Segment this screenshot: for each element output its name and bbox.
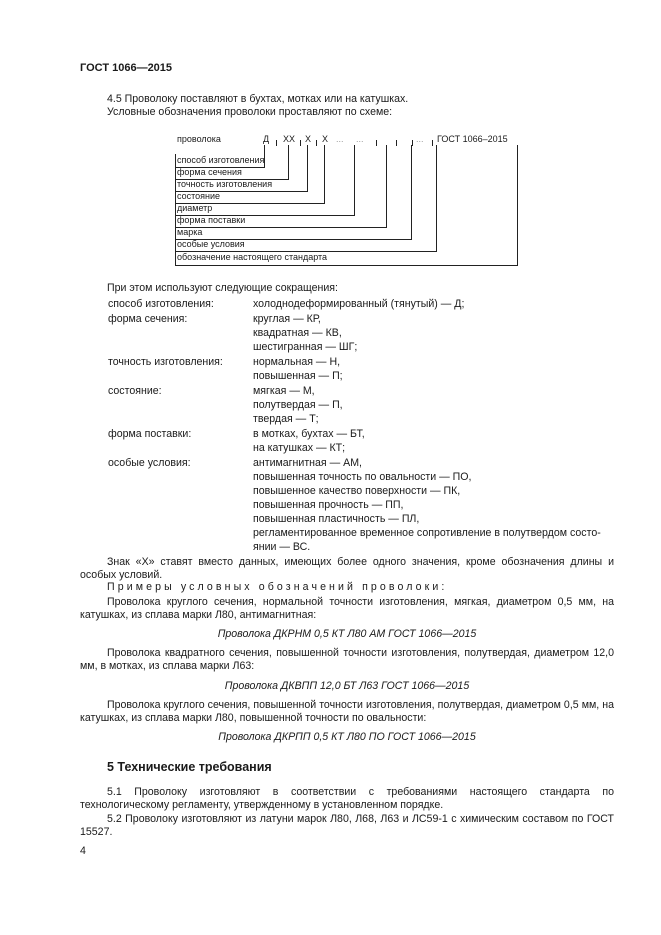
- abbrev-label: способ изготовления:: [108, 298, 214, 310]
- example-2-designation: Проволока ДКВПП 12,0 БТ Л63 ГОСТ 1066—20…: [224, 680, 470, 692]
- scheme-code-5: ...: [336, 134, 344, 144]
- abbrev-value: повышенное качество поверхности — ПК,: [253, 485, 461, 497]
- abbrev-intro: При этом используют следующие сокращения…: [107, 282, 338, 294]
- abbrev-value: антимагнитная — АМ,: [253, 457, 362, 469]
- scheme-word: проволока: [177, 134, 221, 144]
- intro-line-1: 4.5 Проволоку поставляют в бухтах, мотка…: [107, 93, 409, 105]
- section-5-2: 5.2 Проволоку изготовляют из латуни маро…: [80, 813, 614, 838]
- scheme-row-4: состояние: [177, 191, 221, 201]
- scheme-code-6: ...: [356, 134, 364, 144]
- document-header: ГОСТ 1066—2015: [80, 62, 173, 74]
- abbrev-value: квадратная — КВ,: [253, 327, 342, 339]
- scheme-standard: ГОСТ 1066–2015: [437, 134, 508, 144]
- abbrev-label: особые условия:: [108, 457, 191, 469]
- section-5-title: 5 Технические требования: [107, 760, 272, 774]
- abbrev-value: повышенная точность по овальности — ПО,: [253, 471, 472, 483]
- scheme-code-1: Д: [263, 134, 270, 144]
- scheme-code-3: X: [305, 134, 312, 144]
- abbrev-value: повышенная — П;: [253, 370, 343, 382]
- abbrev-value: нормальная — Н,: [253, 356, 341, 368]
- scheme-row-3: точность изготовления: [177, 179, 273, 189]
- abbrev-value: полутвердая — П,: [253, 399, 343, 411]
- example-3-text: Проволока круглого сечения, повышенной т…: [80, 699, 614, 724]
- scheme-row-1: способ изготовления: [177, 155, 265, 165]
- example-3-designation: Проволока ДКРПП 0,5 КТ Л80 ПО ГОСТ 1066—…: [218, 731, 476, 743]
- abbrev-value: твердая — Т;: [253, 413, 319, 425]
- intro-line-2: Условные обозначения проволоки проставля…: [107, 106, 393, 118]
- scheme-code-7: ...: [416, 134, 424, 144]
- abbrev-value: повышенная прочность — ПП,: [253, 499, 404, 511]
- scheme-code-2: XX: [283, 134, 296, 144]
- abbrev-value: янии — ВС.: [253, 541, 311, 553]
- abbrev-value: повышенная пластичность — ПЛ,: [253, 513, 420, 525]
- abbrev-value: круглая — КР,: [253, 313, 321, 325]
- example-2-text: Проволока квадратного сечения, повышенно…: [80, 647, 614, 672]
- example-1-designation: Проволока ДКРНМ 0,5 КТ Л80 АМ ГОСТ 1066—…: [217, 628, 477, 640]
- scheme-row-7: марка: [177, 227, 203, 237]
- abbrev-label: состояние:: [108, 385, 162, 397]
- example-1-text: Проволока круглого сечения, нормальной т…: [80, 596, 614, 621]
- abbrev-label: форма сечения:: [108, 313, 188, 325]
- scheme-row-2: форма сечения: [177, 167, 242, 177]
- abbrev-value: мягкая — М,: [253, 385, 315, 397]
- scheme-row-8: особые условия: [177, 239, 245, 249]
- scheme-row-6: форма поставки: [177, 215, 246, 225]
- abbrev-label: форма поставки:: [108, 428, 192, 440]
- note-paragraph: Знак «Х» ставят вместо данных, имеющих б…: [80, 556, 614, 581]
- abbrev-value: в мотках, бухтах — БТ,: [253, 428, 365, 440]
- section-5-1: 5.1 Проволоку изготовляют в соответствии…: [80, 786, 614, 811]
- examples-heading: Примеры условных обозначений проволоки:: [107, 581, 448, 593]
- abbrev-value: на катушках — КТ;: [253, 442, 346, 454]
- scheme-code-4: X: [322, 134, 329, 144]
- abbrev-value: регламентированное временное сопротивлен…: [253, 527, 601, 539]
- page-number: 4: [80, 845, 86, 857]
- scheme-row-5: диаметр: [177, 203, 213, 213]
- abbrev-value: холоднодеформированный (тянутый) — Д;: [253, 298, 465, 310]
- abbrev-value: шестигранная — ШГ;: [253, 341, 358, 353]
- abbrev-label: точность изготовления:: [108, 356, 223, 368]
- scheme-row-9: обозначение настоящего стандарта: [177, 252, 328, 262]
